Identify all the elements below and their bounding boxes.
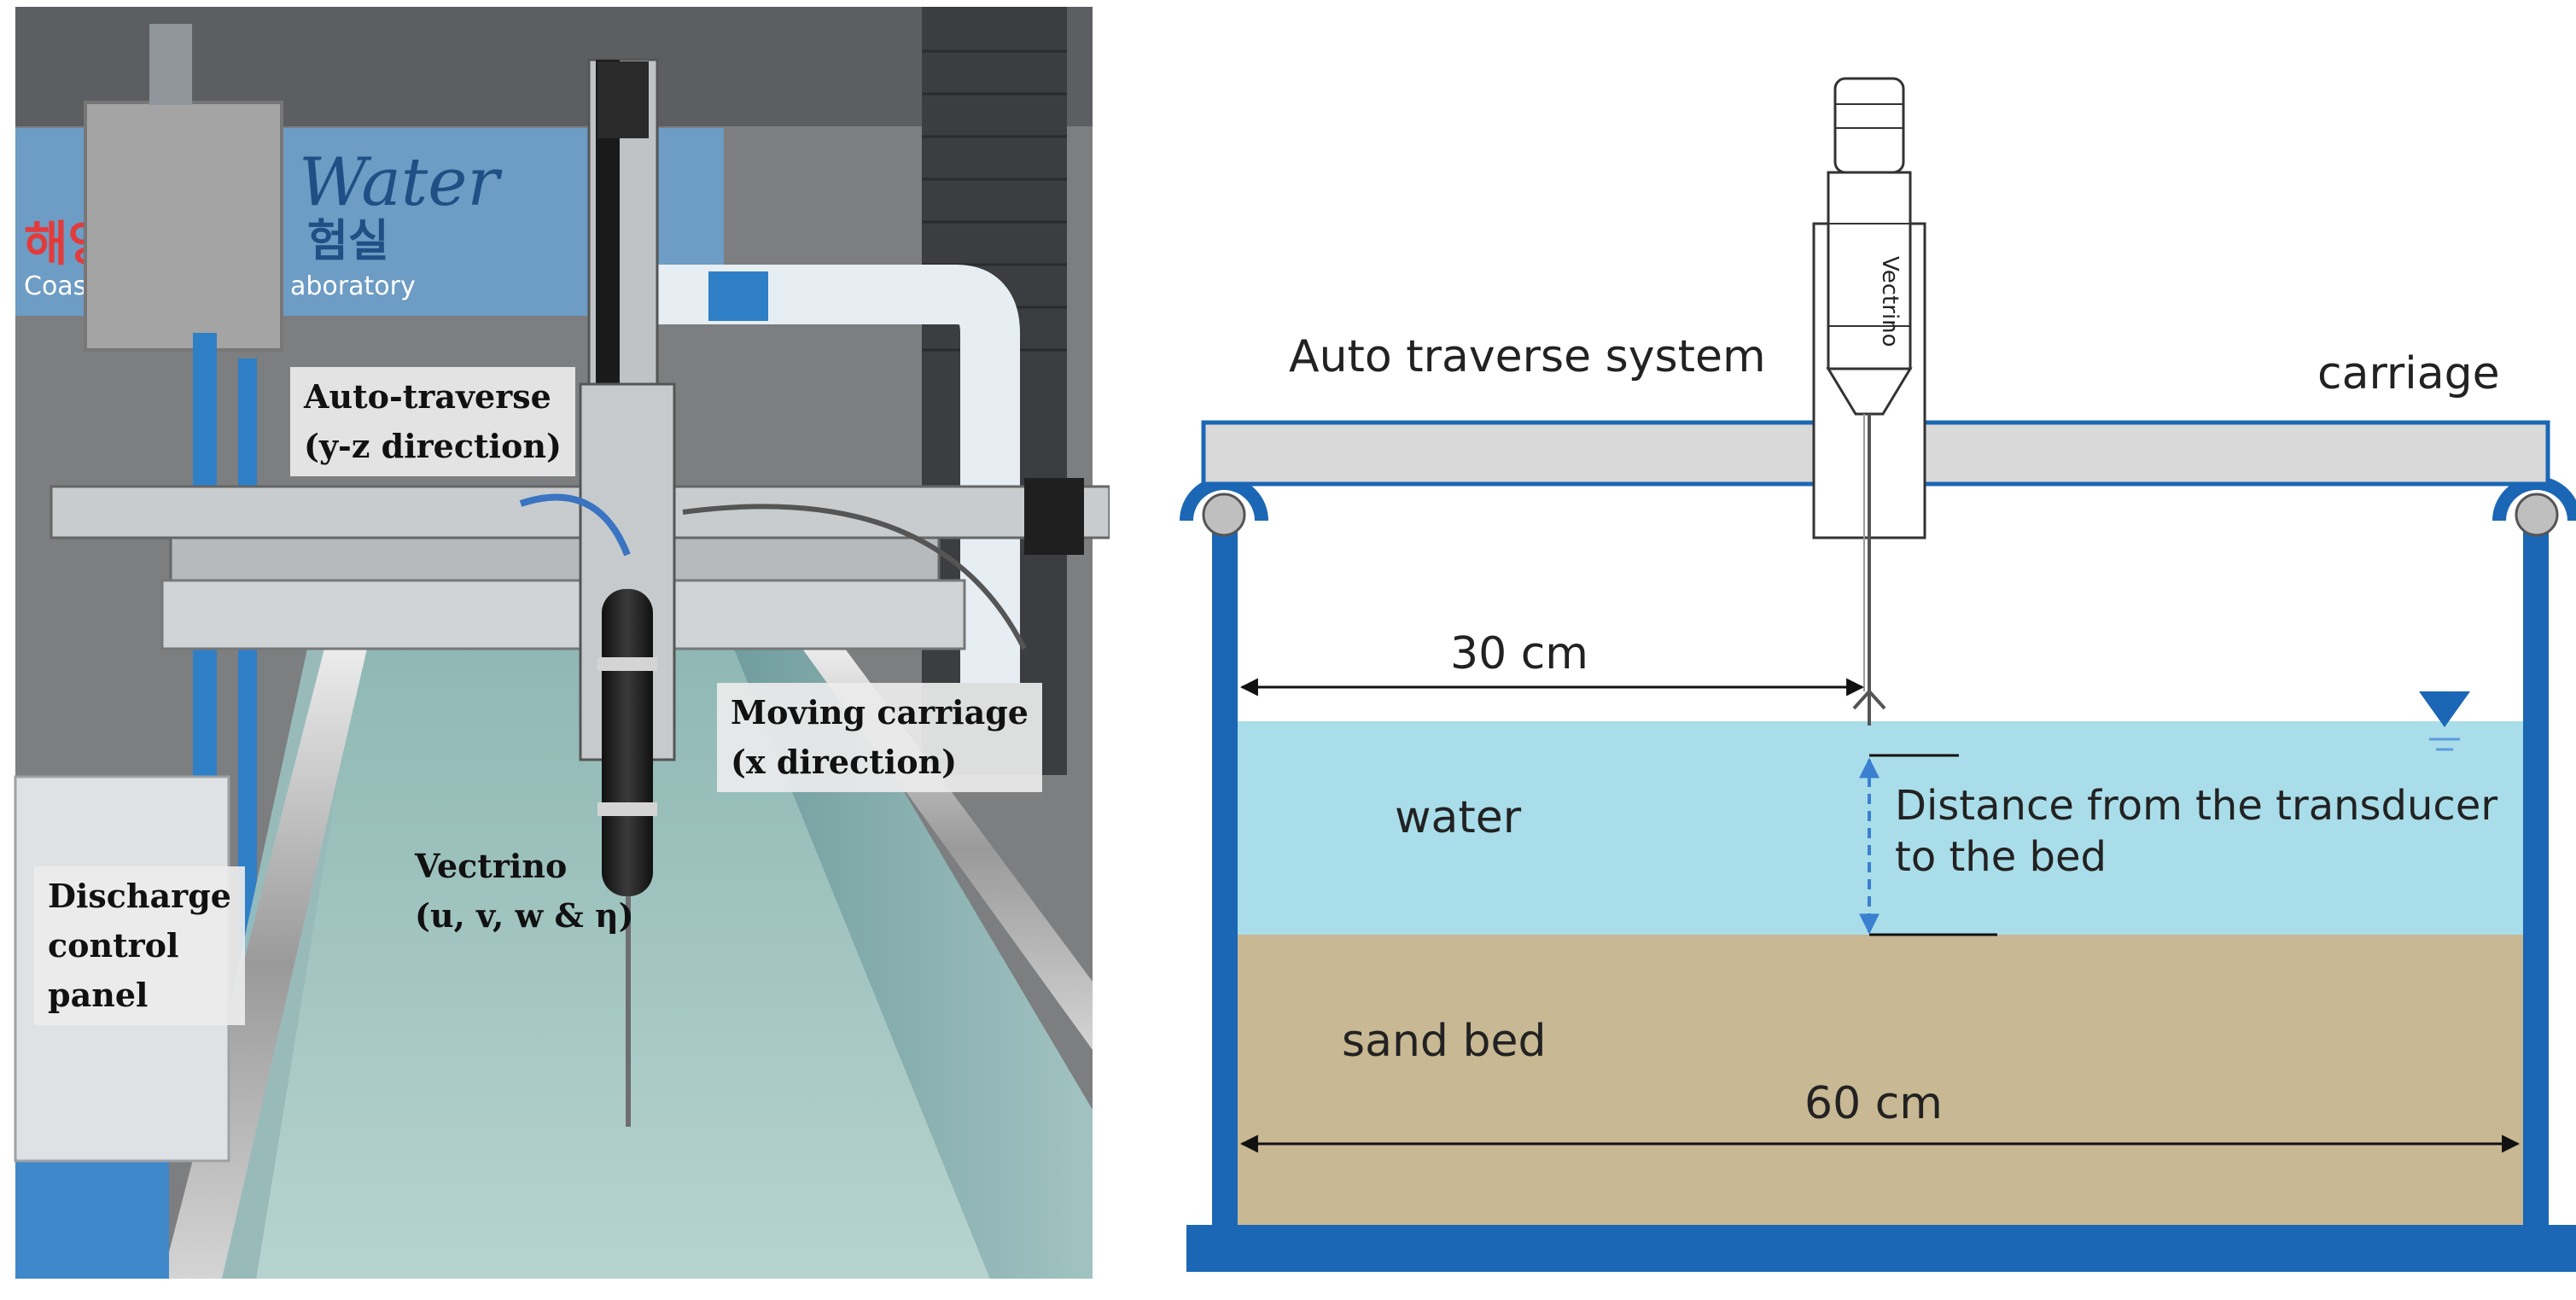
white-pipe xyxy=(649,265,1020,683)
label-discharge-line3: panel xyxy=(48,976,149,1014)
carriage-label: carriage xyxy=(2317,348,2500,399)
label-auto-traverse: Auto-traverse (y-z direction) xyxy=(290,367,575,476)
sign-english-right: aboratory xyxy=(290,271,416,301)
tank-right-wall xyxy=(2523,529,2549,1238)
distance-note-line2: to the bed xyxy=(1895,833,2107,881)
label-vectrino: Vectrino (u, v, w & η) xyxy=(401,837,648,946)
tank-left-wall xyxy=(1212,529,1238,1238)
label-vectrino-line1: Vectrino xyxy=(415,847,568,885)
flume-photo-illustration: Water 해양 험실 Coast aboratory xyxy=(14,7,1111,1279)
sign-korean-2: 험실 xyxy=(307,216,389,267)
label-discharge-panel: Discharge control panel xyxy=(34,866,245,1025)
right-rail-support xyxy=(2492,476,2576,537)
cable xyxy=(519,493,631,557)
water-region xyxy=(1236,721,2525,935)
stepper-motor-top xyxy=(597,61,649,138)
water-label: water xyxy=(1395,792,1522,843)
sign-word: Water xyxy=(299,144,503,221)
pipe-fitting xyxy=(149,24,192,105)
distance-note-line1: Distance from the transducer xyxy=(1895,782,2497,830)
left-rail-support xyxy=(1180,476,1268,537)
dimension-30cm-label: 30 cm xyxy=(1450,628,1588,679)
flume-schematic: Vectrino Auto traverse system carriage 3… xyxy=(1161,0,2576,1297)
probe-clamp-1 xyxy=(597,657,657,671)
carriage-beam-back xyxy=(169,536,941,582)
sand-bed-label: sand bed xyxy=(1342,1016,1546,1067)
label-moving-carriage-line1: Moving carriage xyxy=(731,693,1029,732)
probe-stem xyxy=(626,896,631,1127)
label-auto-traverse-line1: Auto-traverse xyxy=(304,377,551,416)
label-discharge-line1: Discharge xyxy=(48,877,231,915)
water-level-symbol xyxy=(2419,691,2470,727)
vectrino-probe xyxy=(1826,77,1913,726)
flume-water xyxy=(256,649,990,1279)
lab-photo: Water 해양 험실 Coast aboratory xyxy=(0,0,1111,1297)
label-discharge-line2: control xyxy=(48,926,179,965)
sand-bed-region xyxy=(1236,935,2525,1225)
probe-label: Vectrino xyxy=(1877,256,1903,347)
schematic-svg: Vectrino Auto traverse system carriage 3… xyxy=(1180,77,2576,1272)
flume-glass-right xyxy=(734,649,1093,1279)
cable-2 xyxy=(682,504,1027,650)
label-vectrino-line2: (u, v, w & η) xyxy=(415,896,634,935)
label-moving-carriage: Moving carriage (x direction) xyxy=(717,683,1042,792)
probe-clamp-2 xyxy=(597,802,657,816)
auto-traverse-label: Auto traverse system xyxy=(1289,331,1766,382)
head-tank xyxy=(84,101,283,352)
tank-bottom xyxy=(1186,1225,2576,1272)
pipe-flange xyxy=(708,271,768,321)
blue-floor xyxy=(15,1161,169,1279)
stepper-motor-side xyxy=(1024,478,1084,555)
dimension-60cm-label: 60 cm xyxy=(1804,1078,1943,1129)
carriage-frame xyxy=(160,579,966,650)
label-auto-traverse-line2: (y-z direction) xyxy=(304,427,562,465)
label-moving-carriage-line2: (x direction) xyxy=(731,743,958,781)
